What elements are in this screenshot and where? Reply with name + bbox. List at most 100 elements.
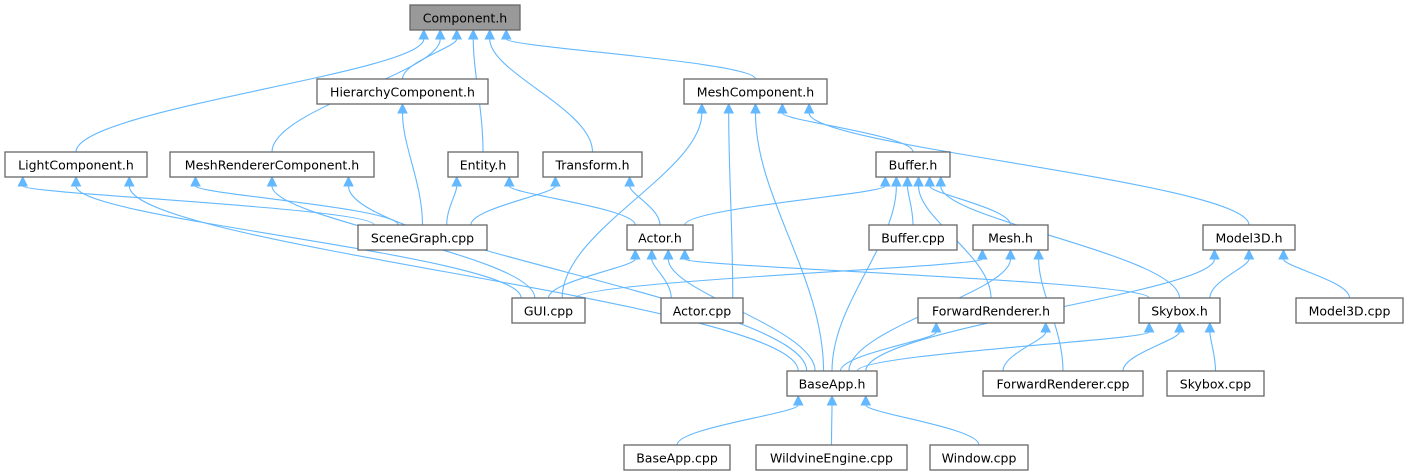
node-box[interactable] (1202, 224, 1296, 251)
node-box[interactable] (683, 78, 828, 105)
edge-skybox_h-to-model3d_h (1209, 248, 1255, 299)
node-box[interactable] (868, 224, 958, 251)
edge-line (781, 112, 914, 153)
arrowhead-icon (418, 28, 430, 40)
node-box[interactable] (929, 444, 1029, 471)
node-box[interactable] (626, 224, 694, 251)
node-forwardrenderer-cpp[interactable]: ForwardRenderer.cpp (982, 370, 1144, 397)
edge-wildvineengine_cpp-to-baseapp_h (826, 394, 838, 446)
node-box[interactable] (169, 151, 375, 178)
edge-baseapp_cpp-to-baseapp_h (676, 394, 804, 446)
node-scenegraph-cpp[interactable]: SceneGraph.cpp (357, 224, 488, 251)
node-hierarchycomponent-h[interactable]: HierarchyComponent.h (316, 78, 489, 105)
arrowhead-icon (1040, 321, 1052, 333)
edge-actor_cpp-to-actor_h (646, 248, 672, 299)
node-window-cpp[interactable]: Window.cpp (929, 444, 1029, 471)
node-forwardrenderer-h[interactable]: ForwardRenderer.h (917, 297, 1065, 324)
arrowhead-icon (1033, 248, 1044, 260)
node-entity-h[interactable]: Entity.h (447, 151, 519, 178)
node-label: MeshRendererComponent.h (185, 158, 359, 173)
node-gui-cpp[interactable]: GUI.cpp (511, 297, 586, 324)
node-label: ForwardRenderer.h (932, 304, 1050, 319)
edge-scenegraph_cpp-to-entity_h (446, 175, 463, 226)
node-meshcomponent-h[interactable]: MeshComponent.h (683, 78, 828, 105)
node-label: ForwardRenderer.cpp (997, 377, 1130, 392)
edge-line (505, 38, 757, 80)
node-box[interactable] (755, 444, 908, 471)
edge-line (575, 258, 983, 299)
edge-line (1209, 258, 1250, 299)
edge-line (1122, 331, 1181, 372)
node-model3d-cpp[interactable]: Model3D.cpp (1295, 297, 1404, 324)
node-buffer-cpp[interactable]: Buffer.cpp (868, 224, 958, 251)
node-label: Entity.h (460, 158, 507, 173)
node-box[interactable] (623, 444, 731, 471)
edge-window_cpp-to-baseapp_h (860, 394, 980, 446)
node-box[interactable] (447, 151, 519, 178)
edge-gui_cpp-to-actor_h (547, 248, 641, 299)
node-box[interactable] (1166, 370, 1265, 397)
node-meshrenderercomponent-h[interactable]: MeshRendererComponent.h (169, 151, 375, 178)
arrowhead-icon (826, 394, 838, 406)
edge-line (865, 404, 980, 446)
arrowhead-icon (1243, 248, 1255, 260)
node-skybox-cpp[interactable]: Skybox.cpp (1166, 370, 1265, 397)
edge-baseapp_h-to-forwardrenderer_h (839, 321, 942, 372)
node-box[interactable] (316, 78, 489, 105)
arrowhead-icon (123, 175, 135, 187)
node-box[interactable] (357, 224, 488, 251)
node-box[interactable] (917, 297, 1065, 324)
node-box[interactable] (982, 370, 1144, 397)
node-label: HierarchyComponent.h (330, 85, 475, 100)
arrowhead-icon (935, 175, 947, 187)
node-wildvineengine-cpp[interactable]: WildvineEngine.cpp (755, 444, 908, 471)
node-skybox-h[interactable]: Skybox.h (1138, 297, 1221, 324)
node-buffer-h[interactable]: Buffer.h (875, 151, 951, 178)
node-box[interactable] (409, 4, 521, 31)
edge-line (629, 185, 661, 226)
node-box[interactable] (972, 224, 1049, 251)
edge-line (808, 112, 1250, 226)
edge-forwardrenderer_cpp-to-forwardrenderer_h (1002, 321, 1052, 372)
node-label: BaseApp.cpp (636, 451, 718, 466)
arrowhead-icon (879, 175, 891, 187)
edge-line (470, 185, 556, 226)
arrowhead-icon (70, 175, 82, 187)
arrowhead-icon (860, 394, 872, 406)
arrowhead-icon (500, 28, 512, 40)
arrowhead-icon (397, 102, 408, 114)
node-component-h[interactable]: Component.h (409, 4, 521, 31)
node-box[interactable] (786, 370, 878, 397)
node-label: Actor.cpp (673, 304, 732, 319)
arrowhead-icon (723, 102, 734, 114)
edge-line (684, 185, 886, 226)
node-baseapp-h[interactable]: BaseApp.h (786, 370, 878, 397)
arrowhead-icon (662, 248, 674, 260)
arrowhead-icon (1005, 248, 1016, 260)
node-box[interactable] (660, 297, 744, 324)
arrowhead-icon (1209, 248, 1220, 260)
node-transform-h[interactable]: Transform.h (542, 151, 643, 178)
arrowhead-icon (902, 175, 913, 187)
node-label: LightComponent.h (18, 158, 134, 173)
node-actor-cpp[interactable]: Actor.cpp (660, 297, 744, 324)
arrowhead-icon (624, 175, 635, 187)
node-actor-h[interactable]: Actor.h (626, 224, 694, 251)
arrowhead-icon (629, 248, 641, 260)
node-box[interactable] (875, 151, 951, 178)
edge-actor_h-to-transform_h (624, 175, 661, 226)
edge-line (347, 185, 808, 372)
node-lightcomponent-h[interactable]: LightComponent.h (4, 151, 148, 178)
node-box[interactable] (1138, 297, 1221, 324)
node-box[interactable] (511, 297, 586, 324)
node-model3d-h[interactable]: Model3D.h (1202, 224, 1296, 251)
node-baseapp-cpp[interactable]: BaseApp.cpp (623, 444, 731, 471)
node-mesh-h[interactable]: Mesh.h (972, 224, 1049, 251)
edge-mesh_h-to-buffer_h (924, 175, 1012, 226)
arrowhead-icon (792, 394, 804, 406)
node-box[interactable] (542, 151, 643, 178)
node-box[interactable] (4, 151, 148, 178)
edge-actor_h-to-entity_h (503, 175, 636, 226)
arrowhead-icon (484, 28, 496, 40)
node-box[interactable] (1295, 297, 1404, 324)
